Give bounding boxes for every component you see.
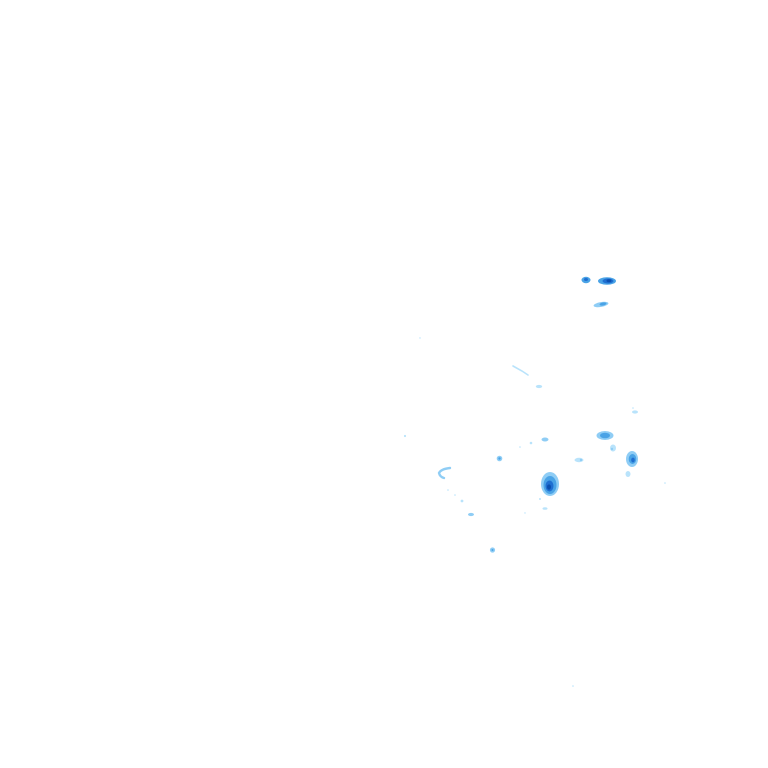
precip-cell-north-c	[593, 301, 609, 308]
precip-speck	[664, 482, 666, 484]
precip-speck	[572, 685, 574, 687]
precip-cell-north-b	[598, 277, 616, 285]
precip-arc-west	[437, 466, 526, 517]
precip-cell-east-a	[596, 431, 616, 452]
precip-cell-east-c	[574, 457, 584, 463]
precip-cell-north-a	[581, 276, 591, 284]
precip-speck	[419, 337, 421, 339]
precip-cell-south-small	[489, 547, 496, 553]
precip-cell-south-main	[539, 472, 559, 510]
precip-streak-east	[632, 407, 638, 414]
precip-cell-center-small	[496, 437, 549, 462]
precip-cell-east-b	[625, 451, 638, 477]
precip-streak-mid	[512, 365, 543, 389]
precip-speck	[403, 434, 407, 438]
